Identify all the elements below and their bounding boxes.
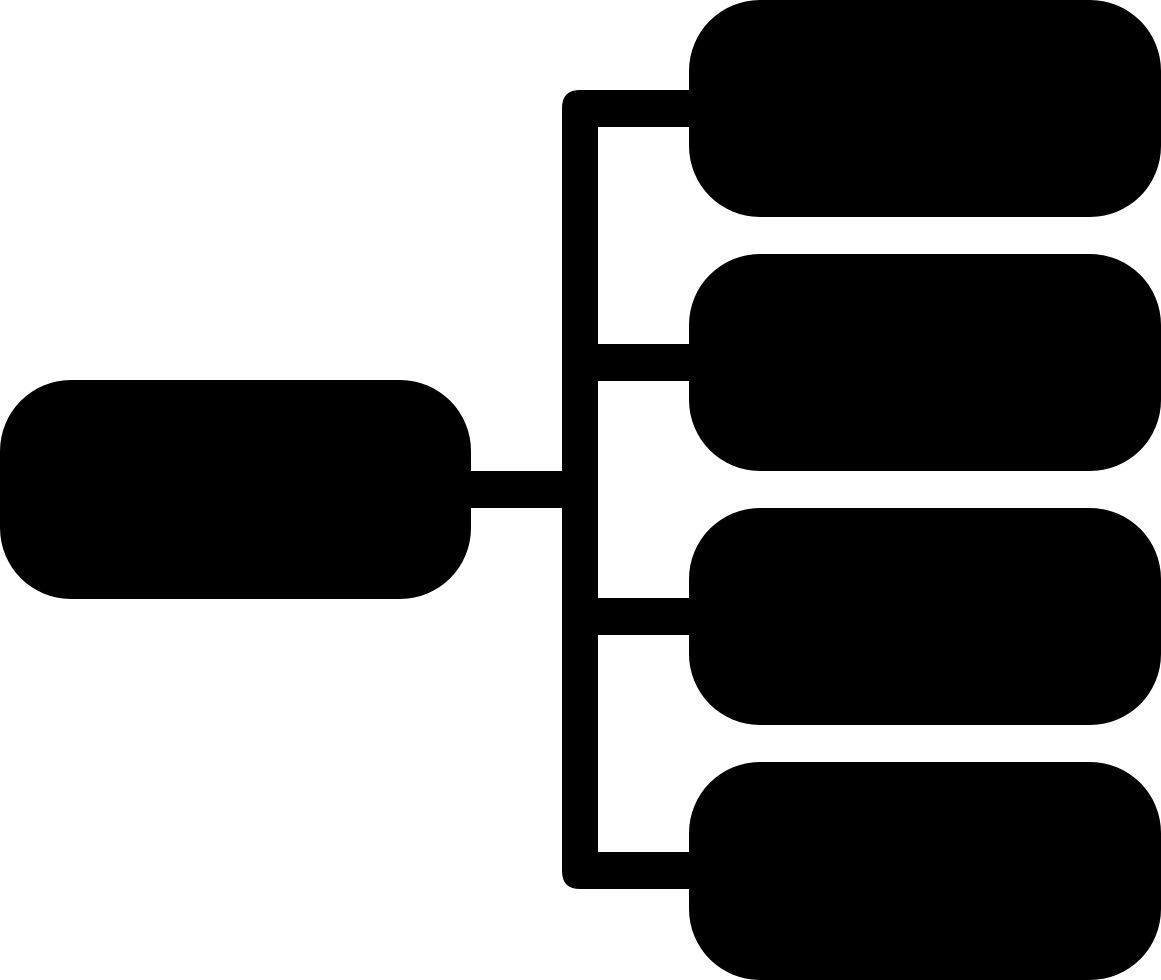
connector-trunk-to-child-3 xyxy=(596,598,691,635)
connector-root-to-trunk xyxy=(470,471,564,508)
child-node-4 xyxy=(689,762,1161,980)
child-node-2 xyxy=(689,254,1161,471)
child-node-1 xyxy=(689,0,1161,217)
child-node-3 xyxy=(689,508,1161,725)
connector-vertical-trunk xyxy=(562,90,689,889)
root-node xyxy=(0,380,471,599)
connector-trunk-to-child-2 xyxy=(596,344,691,381)
